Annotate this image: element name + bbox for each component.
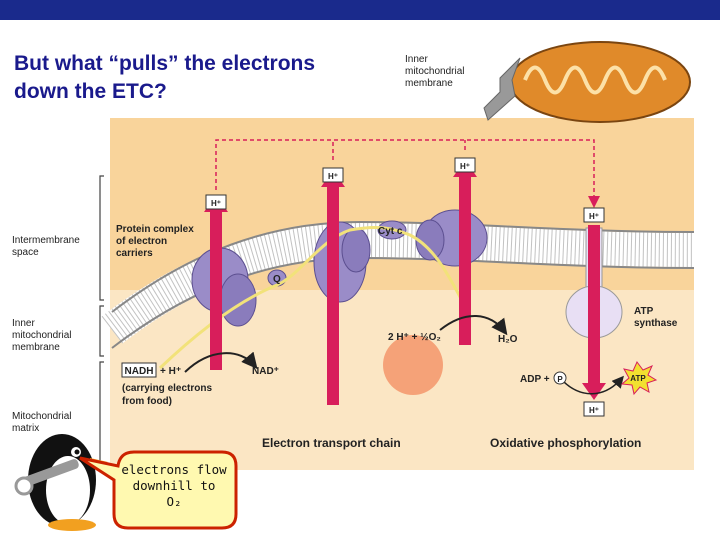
speech-bubble-text: electrons flow downhill to O₂ [112,462,236,510]
svg-text:H⁺: H⁺ [589,212,599,221]
svg-text:H⁺: H⁺ [328,172,338,181]
label-phosphate: P [557,375,563,384]
bubble-line-1: electrons flow [121,462,227,477]
svg-text:H⁺: H⁺ [460,162,470,171]
electron-path [158,226,472,370]
label-electron-transport-chain: Electron transport chain [262,436,401,450]
label-intermembrane-1: Intermembrane [12,235,80,246]
label-protein-complex-2: of electron [116,236,167,247]
label-atp-synthase-1: ATP [634,306,654,317]
label-inner-membrane-top-2: mitochondrial [405,66,464,77]
label-intermembrane-2: space [12,247,39,258]
svg-text:H⁺: H⁺ [589,406,599,415]
header-bar [0,0,720,20]
oxygen-circle [383,335,443,395]
label-q: Q [273,274,281,285]
phosphate-circle [553,371,567,385]
label-inner-membrane-top-3: membrane [405,78,453,89]
label-water: H₂O [498,334,518,345]
atp-arrow [559,375,624,395]
h-plus-markers: H⁺ H⁺ H⁺ H⁺ H⁺ [205,157,605,417]
label-oxidative-phosphorylation: Oxidative phosphorylation [490,436,641,450]
label-carrying-2: from food) [122,396,172,407]
label-nadh: NADH [125,366,154,377]
label-nad-plus: NAD⁺ [252,366,279,377]
label-matrix-1: Mitochondrial [12,411,71,422]
label-oxygen-equation: 2 H⁺ + ½O₂ [388,332,441,343]
label-protein-complex-1: Protein complex [116,224,194,235]
nadh-arrow [184,351,258,373]
water-arrow [439,315,508,336]
label-cyt-c: Cyt c [378,226,403,237]
label-plus-h: + H⁺ [160,366,181,377]
atp-star [620,361,658,396]
mitochondrion-icon [509,41,691,123]
atp-label: ATP [630,374,646,383]
slide-title: But what “pulls” the electrons down the … [14,52,316,103]
bubble-line-3: O₂ [166,494,182,509]
nadh-box [121,362,157,378]
bubble-line-2: downhill to [132,478,216,493]
label-inner-membrane-side-3: membrane [12,342,60,353]
label-atp-synthase-2: synthase [634,318,678,329]
label-carrying-1: (carrying electrons [122,383,212,394]
label-inner-membrane-side-1: Inner [12,318,35,329]
penguin-mascot-icon [14,434,108,531]
label-adp: ADP + [520,374,550,385]
label-inner-membrane-side-2: mitochondrial [12,330,71,341]
zoom-arrow-icon [483,57,521,121]
region-brackets [99,175,104,471]
label-matrix-2: matrix [12,423,39,434]
speech-bubble [79,450,238,530]
proton-return-paths [215,139,600,208]
label-protein-complex-3: carriers [116,248,153,259]
proton-pump-arrows [204,160,606,405]
label-inner-membrane-top-1: Inner [405,54,428,65]
svg-text:H⁺: H⁺ [211,199,221,208]
